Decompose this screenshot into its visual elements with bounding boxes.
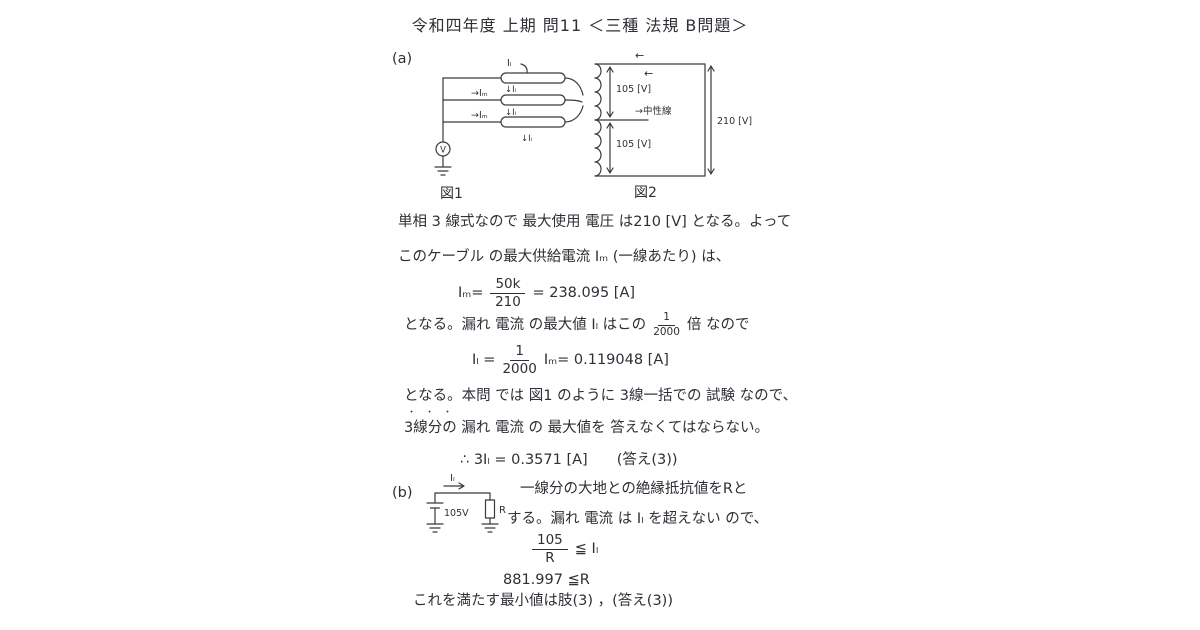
leakage-current-label-3: ↓Iₗ bbox=[505, 108, 516, 118]
solution-line-3: となる。漏れ 電流 の最大値 Iₗ はこの 1 2000 倍 なので bbox=[404, 311, 750, 338]
figure1-caption: 図1 bbox=[440, 186, 463, 202]
emphasis-dots: ・・・ bbox=[407, 408, 462, 418]
b-formula-rhs: ≦ Iₗ bbox=[574, 541, 599, 558]
neutral-line-label: →中性線 bbox=[635, 105, 672, 117]
b-line-1: 一線分の大地との絶縁抵抗値をRと bbox=[520, 481, 748, 497]
solution-line-3-post: 倍 なので bbox=[686, 316, 750, 333]
inline-fraction-numerator: 1 bbox=[658, 311, 675, 326]
formula-im-lhs: Iₘ= bbox=[458, 285, 484, 302]
formula-il-rhs: Iₘ= 0.119048 [A] bbox=[543, 352, 669, 369]
current-direction-arrow-inner: ← bbox=[644, 67, 653, 80]
ground-icon-right bbox=[481, 523, 499, 533]
solution-line-2: このケーブル の最大供給電流 Iₘ (一線あたり) は、 bbox=[398, 249, 731, 265]
figure1-test-circuit-diagram: V Iₗ →Iₘ ↓Iₗ →Iₘ ↓Iₗ ↓Iₗ bbox=[434, 58, 584, 176]
formula-il-numerator: 1 bbox=[510, 344, 529, 361]
b-formula-denominator: R bbox=[545, 549, 555, 566]
solution-line-5: 3線分の 漏れ 電流 の 最大値を 答えなくてはならない。 bbox=[404, 420, 770, 436]
b-line-2: する。漏れ 電流 は Iₗ を超えない ので、 bbox=[507, 511, 769, 527]
ground-icon bbox=[434, 155, 452, 176]
measure-arrow-top bbox=[606, 66, 614, 118]
inline-fraction-denominator: 2000 bbox=[653, 325, 680, 338]
resistor-icon bbox=[484, 499, 496, 519]
solution-line-3-pre: となる。漏れ 電流 の最大値 Iₗ はこの bbox=[404, 316, 647, 333]
formula-il: Iₗ = 1 2000 Iₘ= 0.119048 [A] bbox=[472, 344, 669, 377]
solution-line-1: 単相 3 線式なので 最大使用 電圧 は210 [V] となる。よって bbox=[398, 214, 792, 230]
b-formula-fraction: 105 R bbox=[532, 533, 568, 566]
battery-icon bbox=[426, 502, 444, 509]
answer-b: これを満たす最小値は肢(3) ，(答え(3)) bbox=[413, 593, 674, 609]
voltage-source-label: V bbox=[440, 146, 446, 156]
figure2-voltage-diagram: ← ← 105 [V] →中性線 105 [V] 210 [V] bbox=[594, 49, 752, 177]
current-direction-arrow-top: ← bbox=[635, 49, 644, 62]
resistor-label: R bbox=[499, 505, 506, 516]
measure-arrow-bottom bbox=[606, 122, 614, 174]
cable-3 bbox=[500, 116, 566, 128]
solution-line-4: となる。本問 では 図1 のように 3線一括での 試験 なので、 bbox=[404, 388, 798, 404]
formula-im-fraction: 50k 210 bbox=[490, 277, 526, 310]
formula-im-denominator: 210 bbox=[495, 293, 521, 310]
answer-a: ∴ 3Iₗ = 0.3571 [A] (答え(3)) bbox=[460, 452, 678, 468]
b-formula-numerator: 105 bbox=[532, 533, 568, 550]
figureb-insulation-circuit: Iₗ 105V R bbox=[426, 473, 506, 533]
cable-1 bbox=[500, 72, 566, 84]
formula-im-numerator: 50k bbox=[490, 277, 526, 294]
cable-end-leads bbox=[564, 77, 584, 123]
b-result: 881.997 ≦R bbox=[503, 572, 590, 588]
formula-im: Iₘ= 50k 210 = 238.095 [A] bbox=[458, 277, 635, 310]
leakage-current-label-top: Iₗ bbox=[507, 58, 512, 69]
leakage-current-label-bottom: ↓Iₗ bbox=[521, 134, 532, 144]
voltage-bottom-label: 105 [V] bbox=[616, 139, 651, 150]
part-b-label: (b) bbox=[392, 485, 413, 501]
part-a-label: (a) bbox=[392, 51, 413, 67]
load-current-label-2: →Iₘ bbox=[471, 88, 488, 99]
current-arrow-top bbox=[520, 63, 528, 74]
formula-il-lhs: Iₗ = bbox=[472, 352, 496, 369]
b-formula: 105 R ≦ Iₗ bbox=[532, 533, 598, 566]
page-title: 令和四年度 上期 問11 ＜三種 法規 B問題＞ bbox=[411, 16, 749, 35]
formula-il-denominator: 2000 bbox=[502, 360, 537, 377]
source-voltage-label: 105V bbox=[444, 508, 469, 519]
feeder-wires bbox=[442, 77, 502, 123]
formula-im-rhs: = 238.095 [A] bbox=[532, 285, 636, 302]
leakage-current-label-2: ↓Iₗ bbox=[505, 85, 516, 95]
diagram-frame bbox=[594, 63, 706, 177]
current-label: Iₗ bbox=[450, 473, 455, 484]
load-current-label-3: →Iₘ bbox=[471, 110, 488, 121]
formula-il-fraction: 1 2000 bbox=[502, 344, 536, 377]
ground-icon-left bbox=[426, 523, 444, 533]
cable-2 bbox=[500, 94, 566, 106]
figure2-caption: 図2 bbox=[634, 185, 657, 201]
inline-fraction-1-2000: 1 2000 bbox=[653, 311, 680, 338]
voltage-top-label: 105 [V] bbox=[616, 84, 651, 95]
voltage-total-label: 210 [V] bbox=[717, 116, 752, 127]
current-arrow bbox=[443, 482, 465, 490]
measure-arrow-total bbox=[707, 65, 715, 175]
